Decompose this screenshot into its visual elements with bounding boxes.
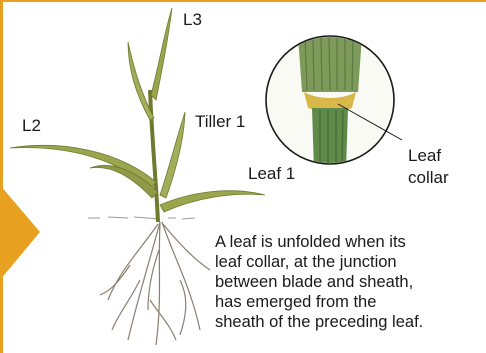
leaf-one [160,191,265,212]
leaf-l3 [151,8,172,100]
collar-magnifier [266,36,394,170]
caption-line: has emerged from the [215,292,486,312]
soil-line [88,217,195,219]
roots [100,222,210,345]
caption-line: sheath of the preceding leaf. [215,312,486,332]
label-collar-line2: collar [408,168,449,188]
caption-line: leaf collar, at the junction [215,252,486,272]
main-stem [150,90,158,222]
tiller-leaf [160,112,185,198]
label-l3: L3 [183,10,202,30]
label-leaf1: Leaf 1 [248,164,295,184]
caption: A leaf is unfolded when its leaf collar,… [215,232,486,332]
label-tiller: Tiller 1 [195,112,245,132]
caption-line: between blade and sheath, [215,272,486,292]
caption-line: A leaf is unfolded when its [215,232,486,252]
arrow-marker [0,185,40,280]
label-l2: L2 [22,116,41,136]
leaf-l2 [10,145,156,190]
label-collar-line1: Leaf [408,146,441,166]
